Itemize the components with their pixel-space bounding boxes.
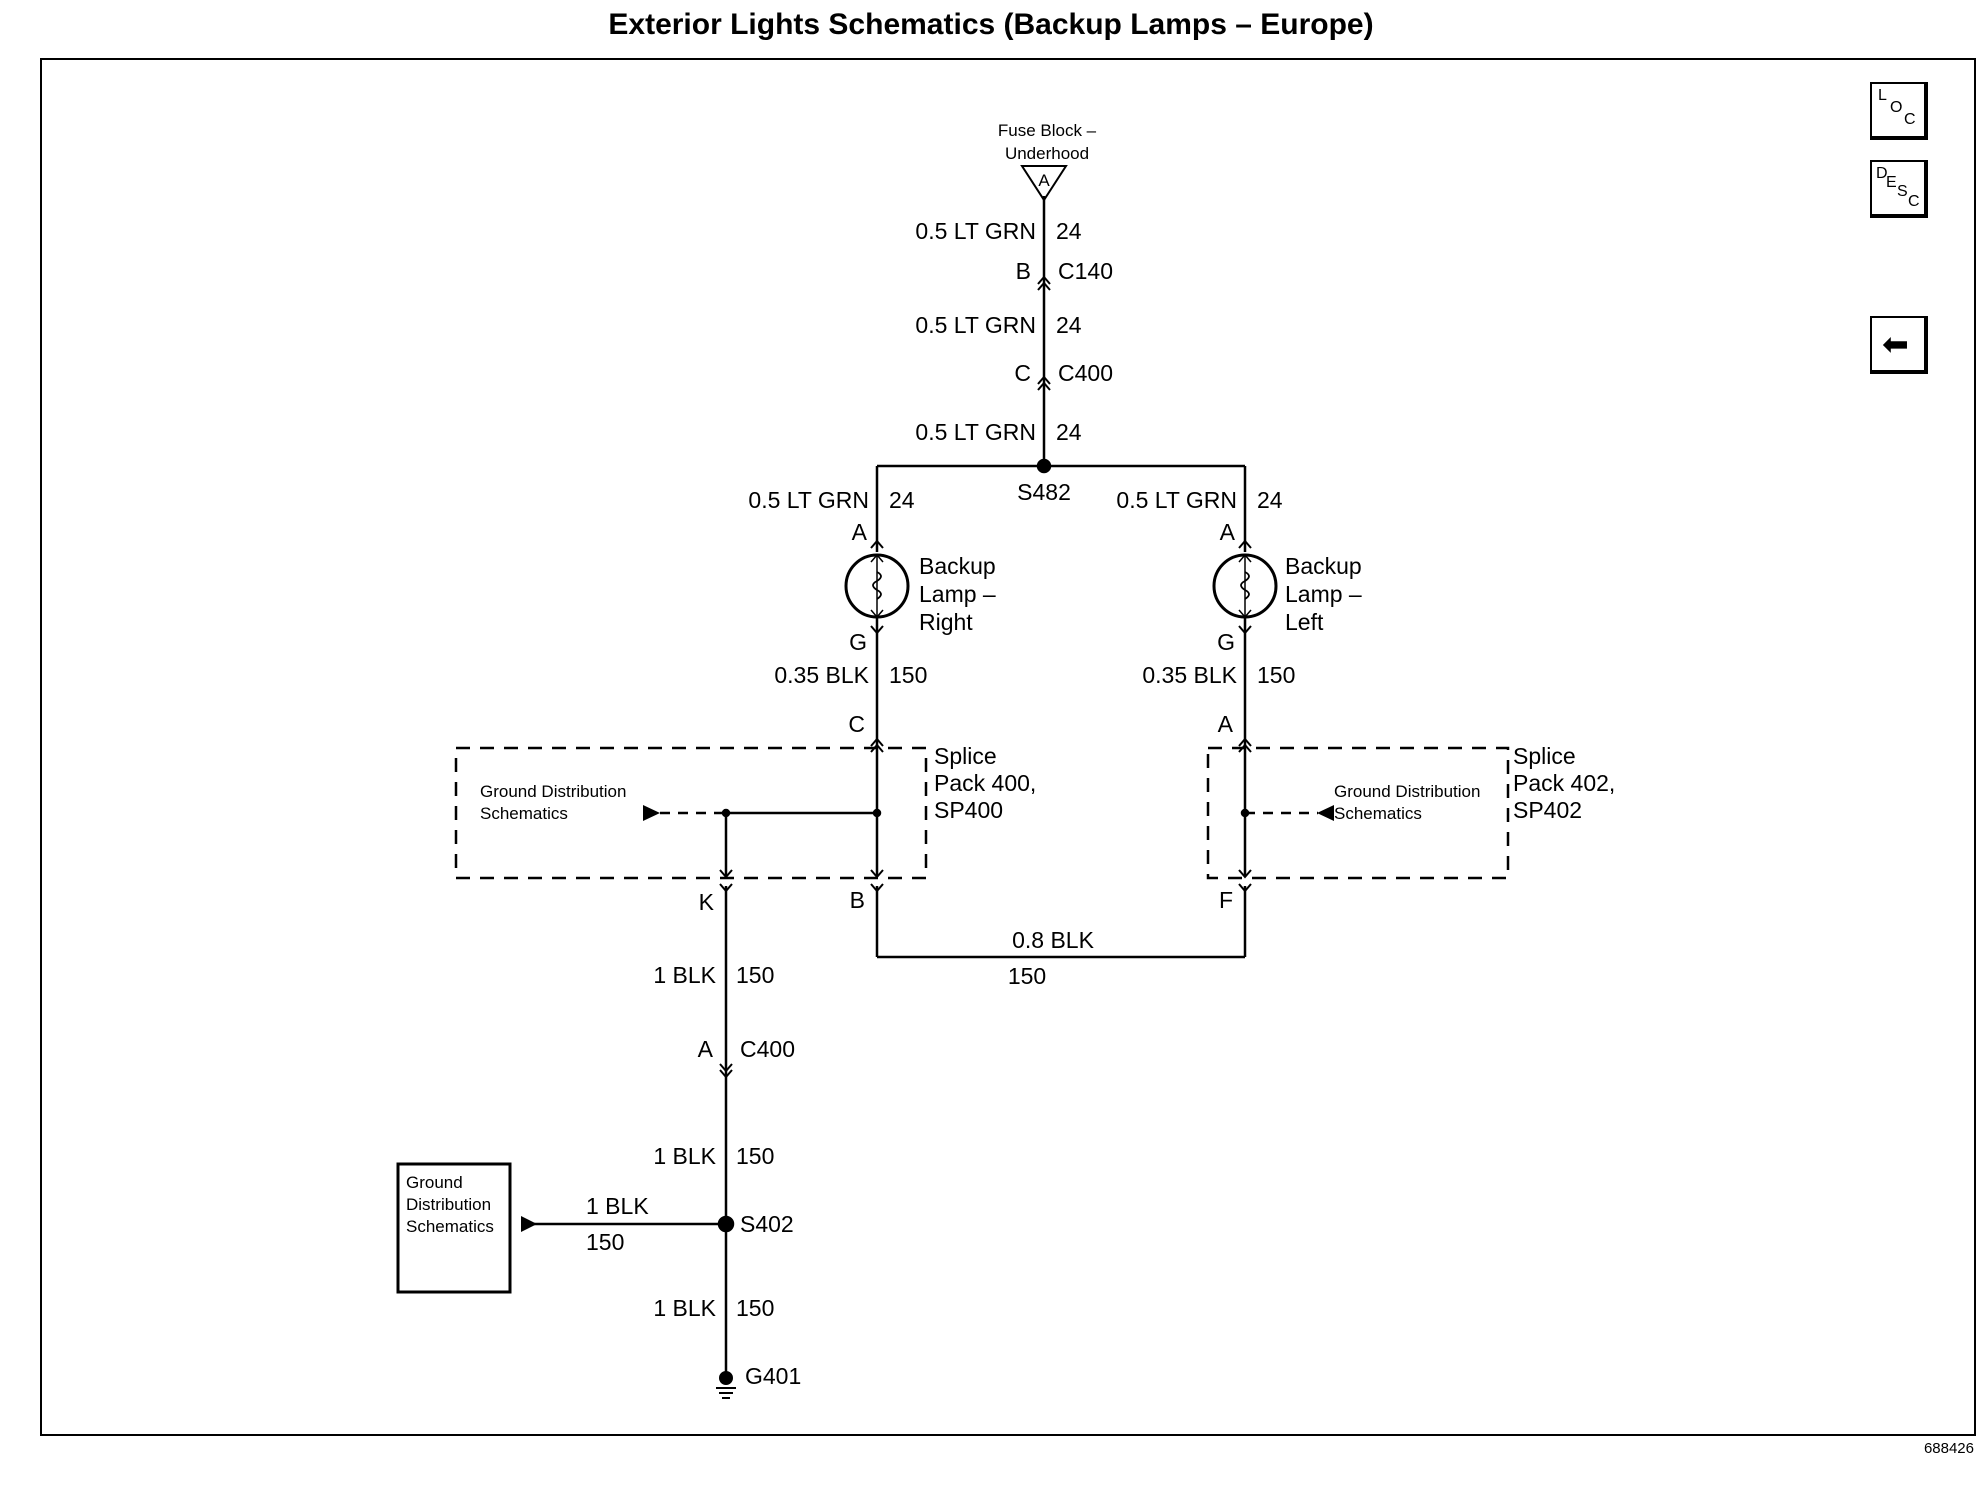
fuse-pin-label: A <box>1038 171 1050 190</box>
s482-label: S482 <box>1017 479 1071 505</box>
wire-label-gd-gauge: 1 BLK <box>586 1193 649 1219</box>
sp400-pin-b: B <box>850 887 865 913</box>
left-lamp-label-1: Backup <box>1285 553 1362 579</box>
page-title: Exterior Lights Schematics (Backup Lamps… <box>608 8 1374 41</box>
ground-ref-arrow-left-icon <box>643 805 660 821</box>
ground-ref-arrow-bottom-icon <box>521 1216 537 1232</box>
backup-lamp-left-icon <box>1212 553 1278 619</box>
left-lamp-label-2: Lamp – <box>1285 581 1362 607</box>
connector-symbols <box>719 275 1252 1079</box>
sp402-label-1: Splice <box>1513 743 1576 769</box>
loc-button[interactable]: L O C <box>1870 82 1928 140</box>
wire-label-g-gauge: 1 BLK <box>653 1295 716 1321</box>
fuse-block-label-2: Underhood <box>1005 144 1089 163</box>
wire-label-k-circuit: 150 <box>736 962 774 988</box>
c140-pin-label: B <box>1016 258 1031 284</box>
back-button[interactable]: ⬅ <box>1870 316 1928 374</box>
sp402-label-3: SP402 <box>1513 797 1582 823</box>
wire-label-k2-gauge: 1 BLK <box>653 1143 716 1169</box>
sp402-pin-a: A <box>1218 711 1234 737</box>
wire-label-bridge-gauge: 0.8 BLK <box>1012 927 1094 953</box>
left-lamp-label-3: Left <box>1285 609 1324 635</box>
ground-distribution-box[interactable] <box>396 1162 512 1294</box>
splice-s402-dot <box>717 1215 735 1233</box>
wire-label-w3-circuit: 24 <box>1056 419 1082 445</box>
wire-label-left-feed-gauge: 0.5 LT GRN <box>1116 487 1237 513</box>
loc-letter-l: L <box>1878 87 1887 104</box>
sp402-pin-f: F <box>1219 887 1233 913</box>
sp400-label-3: SP400 <box>934 797 1003 823</box>
c400-bottom-pin-label: A <box>698 1036 714 1062</box>
wire-label-w2-gauge: 0.5 LT GRN <box>915 312 1036 338</box>
wire-label-right-ground-gauge: 0.35 BLK <box>774 662 869 688</box>
ground-ref-arrow-right-icon <box>1317 805 1334 821</box>
desc-letter-c: C <box>1908 193 1920 210</box>
c400-top-pin-label: C <box>1014 360 1031 386</box>
right-lamp-label-1: Backup <box>919 553 996 579</box>
fuse-block-label-1: Fuse Block – <box>998 121 1097 140</box>
ground-dist-box-label-1[interactable]: Ground <box>406 1173 463 1192</box>
splice-sp400-k-dot <box>721 808 731 818</box>
desc-letter-e: E <box>1886 174 1897 191</box>
desc-letter-d: D <box>1876 165 1888 182</box>
wire-label-w2-circuit: 24 <box>1056 312 1082 338</box>
sp400-label-1: Splice <box>934 743 997 769</box>
splice-pack-402-box <box>1206 746 1510 880</box>
left-lamp-pin-a: A <box>1220 519 1236 545</box>
wire-label-w3-gauge: 0.5 LT GRN <box>915 419 1036 445</box>
loc-letter-c: C <box>1904 111 1916 128</box>
sp400-label-2: Pack 400, <box>934 770 1036 796</box>
desc-letter-s: S <box>1897 183 1908 200</box>
ground-dist-box-label-3[interactable]: Schematics <box>406 1217 494 1236</box>
ground-dist-ref-left-2[interactable]: Schematics <box>480 804 568 823</box>
wire-label-right-feed-circuit: 24 <box>889 487 915 513</box>
wire-label-k2-circuit: 150 <box>736 1143 774 1169</box>
wire-label-bridge-circuit: 150 <box>1008 963 1046 989</box>
ground-dist-ref-left-1[interactable]: Ground Distribution <box>480 782 626 801</box>
fuse-block-triangle-icon <box>1020 165 1068 202</box>
sp402-label-2: Pack 402, <box>1513 770 1615 796</box>
wire-label-gd-circuit: 150 <box>586 1229 624 1255</box>
c400-top-label: C400 <box>1058 360 1113 386</box>
splice-s482-dot <box>1036 458 1052 474</box>
backup-lamp-right-icon <box>844 553 910 619</box>
wire-label-w1-gauge: 0.5 LT GRN <box>915 218 1036 244</box>
g401-label: G401 <box>745 1363 801 1389</box>
wire-lines <box>521 196 1247 1375</box>
splice-pack-400-box <box>454 746 928 880</box>
left-lamp-pin-g: G <box>1217 629 1235 655</box>
desc-button[interactable]: D E S C <box>1870 160 1928 218</box>
c140-label: C140 <box>1058 258 1113 284</box>
right-lamp-label-2: Lamp – <box>919 581 996 607</box>
wire-label-left-ground-circuit: 150 <box>1257 662 1295 688</box>
wire-label-g-circuit: 150 <box>736 1295 774 1321</box>
loc-letter-o: O <box>1890 99 1903 116</box>
wire-label-k-gauge: 1 BLK <box>653 962 716 988</box>
sp400-pin-c: C <box>848 711 865 737</box>
document-id: 688426 <box>1923 1440 1974 1457</box>
ground-dist-box-label-2[interactable]: Distribution <box>406 1195 491 1214</box>
ground-g401-icon <box>716 1371 736 1399</box>
wire-label-right-feed-gauge: 0.5 LT GRN <box>748 487 869 513</box>
c400-bottom-label: C400 <box>740 1036 795 1062</box>
back-arrow-icon: ⬅ <box>1882 326 1909 362</box>
wire-label-left-feed-circuit: 24 <box>1257 487 1283 513</box>
wire-label-w1-circuit: 24 <box>1056 218 1082 244</box>
splice-sp402-node-dot <box>1240 808 1250 818</box>
splice-sp400-node-dot <box>872 808 882 818</box>
sp400-pin-k: K <box>699 889 715 915</box>
right-lamp-label-3: Right <box>919 609 973 635</box>
wire-label-right-ground-circuit: 150 <box>889 662 927 688</box>
ground-dist-ref-right-2[interactable]: Schematics <box>1334 804 1422 823</box>
ground-dist-ref-right-1[interactable]: Ground Distribution <box>1334 782 1480 801</box>
s402-label: S402 <box>740 1211 794 1237</box>
diagram-frame <box>40 58 1976 1436</box>
right-lamp-pin-a: A <box>852 519 868 545</box>
wire-label-left-ground-gauge: 0.35 BLK <box>1142 662 1237 688</box>
right-lamp-pin-g: G <box>849 629 867 655</box>
